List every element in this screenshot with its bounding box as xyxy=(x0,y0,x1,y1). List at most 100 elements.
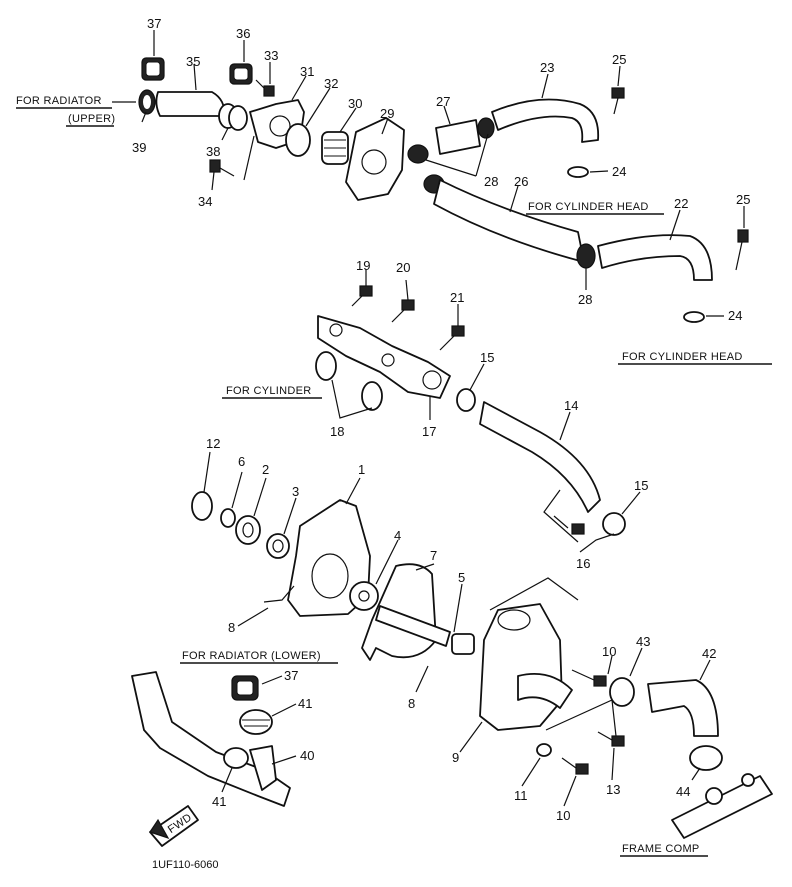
callout-7: 7 xyxy=(430,548,437,563)
upper-hose-assembly xyxy=(138,57,749,323)
label-for-radiator-upper: FOR RADIATOR xyxy=(16,95,102,107)
callout-28-a: 28 xyxy=(484,174,498,189)
part-10-bolt-a xyxy=(571,669,607,687)
callout-17: 17 xyxy=(422,424,436,439)
leader-lines xyxy=(112,30,745,807)
callout-10-a: 10 xyxy=(602,644,616,659)
label-upper: (UPPER) xyxy=(68,113,115,125)
callout-42: 42 xyxy=(702,646,716,661)
part-21-bolt xyxy=(439,325,465,351)
callout-10-b: 10 xyxy=(556,808,570,823)
callout-15-b: 15 xyxy=(634,478,648,493)
part-34-bolt xyxy=(209,159,235,177)
callout-37: 37 xyxy=(147,16,161,31)
callout-14: 14 xyxy=(564,398,578,413)
part-29-thermostat-housing xyxy=(345,117,405,201)
part-15-o-ring-b xyxy=(602,512,626,536)
part-20-bolt xyxy=(391,299,415,323)
part-38-clamp xyxy=(218,103,248,131)
callout-33: 33 xyxy=(264,48,278,63)
callout-19: 19 xyxy=(356,258,370,273)
part-16-bolt xyxy=(553,515,585,535)
callout-13: 13 xyxy=(606,782,620,797)
callout-24-a: 24 xyxy=(612,164,626,179)
part-28-clamps xyxy=(407,117,495,194)
part-43-clamp xyxy=(609,677,635,707)
part-42-hose xyxy=(647,679,719,737)
callout-5: 5 xyxy=(458,570,465,585)
callout-36: 36 xyxy=(236,26,250,41)
callout-26: 26 xyxy=(514,174,528,189)
fwd-arrow xyxy=(149,805,199,847)
callout-6: 6 xyxy=(238,454,245,469)
cylinder-pipe-assembly xyxy=(315,285,626,536)
label-for-cylinder: FOR CYLINDER xyxy=(226,385,312,397)
callout-37-b: 37 xyxy=(284,668,298,683)
label-for-cylinder-head-2: FOR CYLINDER HEAD xyxy=(622,351,743,363)
part-15-o-ring-a xyxy=(456,388,476,412)
label-for-cylinder-head-1: FOR CYLINDER HEAD xyxy=(528,201,649,213)
callout-44: 44 xyxy=(676,784,690,799)
part-6-seal xyxy=(220,508,236,528)
callout-22: 22 xyxy=(674,196,688,211)
callout-numbers: 37 36 35 33 31 32 30 29 27 23 25 39 38 3… xyxy=(132,16,750,823)
part-3-seal xyxy=(266,533,290,559)
part-30-thermostat xyxy=(321,131,349,165)
callout-31: 31 xyxy=(300,64,314,79)
callout-41-a: 41 xyxy=(298,696,312,711)
part-41-clamp-a xyxy=(239,709,273,735)
part-4-impeller xyxy=(349,581,379,611)
part-9-pump-cover xyxy=(479,603,563,731)
part-23-hose xyxy=(491,98,600,143)
part-37-upper-cap xyxy=(141,57,165,81)
callout-38: 38 xyxy=(206,144,220,159)
text-labels: FOR RADIATOR (UPPER) FOR CYLINDER HEAD F… xyxy=(16,95,772,871)
part-26-hose xyxy=(433,179,585,263)
callout-16: 16 xyxy=(576,556,590,571)
part-27-pipe xyxy=(435,119,481,155)
label-frame-comp: FRAME COMP xyxy=(622,843,700,855)
callout-25-b: 25 xyxy=(736,192,750,207)
part-25-bolt-a xyxy=(611,87,625,115)
callout-1: 1 xyxy=(358,462,365,477)
part-41-clamp-b xyxy=(223,747,249,769)
callout-43: 43 xyxy=(636,634,650,649)
water-pump-assembly xyxy=(191,491,723,775)
part-32-o-ring xyxy=(285,123,311,157)
part-18-o-ring-a xyxy=(315,351,337,381)
part-36-clamp xyxy=(229,63,253,85)
part-25-bolt-b xyxy=(735,229,749,271)
callout-20: 20 xyxy=(396,260,410,275)
callout-18: 18 xyxy=(330,424,344,439)
part-13-bolt xyxy=(597,731,625,747)
callout-2: 2 xyxy=(262,462,269,477)
callout-32: 32 xyxy=(324,76,338,91)
callout-34: 34 xyxy=(198,194,212,209)
callout-8-a: 8 xyxy=(228,620,235,635)
part-40-lower-pipe xyxy=(131,671,291,807)
part-44-clamp xyxy=(689,745,723,771)
callout-23: 23 xyxy=(540,60,554,75)
part-24-o-ring-a xyxy=(567,166,589,178)
part-5-shaft xyxy=(375,605,475,655)
callout-24-b: 24 xyxy=(728,308,742,323)
callout-21: 21 xyxy=(450,290,464,305)
callout-11: 11 xyxy=(514,788,528,803)
callout-8-b: 8 xyxy=(408,696,415,711)
callout-12: 12 xyxy=(206,436,220,451)
callout-9: 9 xyxy=(452,750,459,765)
part-18-o-ring-b xyxy=(361,381,383,411)
callout-30: 30 xyxy=(348,96,362,111)
part-17-cylinder-pipe xyxy=(317,315,451,399)
part-35-hose xyxy=(155,91,226,117)
part-37-lower-cap xyxy=(231,675,259,701)
callout-35: 35 xyxy=(186,54,200,69)
callout-27: 27 xyxy=(436,94,450,109)
callout-3: 3 xyxy=(292,484,299,499)
part-22-hose xyxy=(597,234,713,281)
part-33-bolt xyxy=(255,79,275,97)
callout-4: 4 xyxy=(394,528,401,543)
part-11-washer xyxy=(536,743,552,757)
callout-39: 39 xyxy=(132,140,146,155)
